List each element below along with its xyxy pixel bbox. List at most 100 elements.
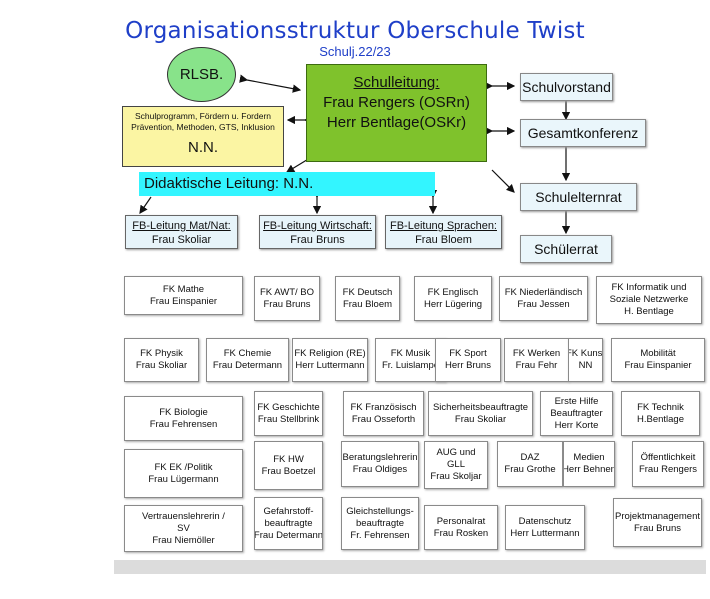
schulprogramm-line-1: Schulprogramm, Fördern u. Fordern	[134, 111, 272, 121]
rlsb-circle: RLSB.	[167, 47, 236, 102]
fk-box-line: Fr. Fehrensen	[350, 529, 410, 541]
fk-box-line: FK Mathe	[162, 283, 205, 295]
schulelternrat-box: Schulelternrat	[520, 183, 637, 211]
fk-box-line: GLL	[447, 459, 465, 470]
fk-box-line: FK AWT/ BO	[259, 286, 314, 298]
fb-leitung-wirtschaft: FB-Leitung Wirtschaft: Frau Bruns	[259, 215, 376, 249]
fk-box-line: Frau Einspanier	[149, 295, 218, 307]
fk-box-line: FK Musik	[390, 348, 431, 359]
fk-box-line: Sicherheitsbeauftragte	[432, 401, 529, 413]
fb-leitung-sprachen: FB-Leitung Sprachen: Frau Bloem	[385, 215, 502, 249]
fk-box-line: Frau Skoliar	[135, 360, 188, 371]
schulleitung-line-2: Herr Bentlage(OSKr)	[326, 114, 467, 131]
schuelerrat-box: Schülerrat	[520, 235, 612, 263]
fk-box-line: Vertrauenslehrerin /	[142, 510, 225, 522]
fb-matnat-label: FB-Leitung Mat/Nat:	[132, 220, 231, 232]
fk-box-line: Frau Determann	[254, 529, 323, 541]
fk-box-line: FK Deutsch	[342, 286, 393, 298]
gesamtkonferenz-box: Gesamtkonferenz	[520, 119, 646, 147]
fk-box-line: FK Sport	[449, 348, 487, 359]
fk-box-line: Frau Niemöller	[152, 534, 215, 546]
fk-box-line: H. Bentlage	[624, 306, 674, 317]
fk-box-line: Gleichstellungs-	[346, 505, 414, 517]
fk-box-line: Frau Grothe	[504, 464, 556, 475]
fk-box-line: Frau Oldiges	[352, 464, 408, 475]
fk-box-line: Erste Hilfe	[554, 395, 599, 407]
fb-sprachen-label: FB-Leitung Sprachen:	[389, 220, 497, 232]
fb-wirtschaft-name: Frau Bruns	[290, 234, 345, 246]
fk-box-line: FK Kunst	[569, 348, 603, 359]
fk-box-line: Beratungslehrerin	[342, 452, 418, 463]
schulprogramm-line-2: Prävention, Methoden, GTS, Inklusion	[131, 122, 275, 132]
fk-box-line: Frau Einspanier	[624, 360, 692, 371]
fk-box-line: FK Werken	[512, 348, 561, 359]
fk-box-line: Öffentlichkeit	[640, 452, 696, 463]
fk-box-line: Herr Luttermann	[295, 360, 365, 371]
fk-box-line: Frau Boetzel	[261, 465, 316, 477]
arrow-schulleitung-schulelternrat	[491, 169, 515, 193]
fk-box-line: Frau Skoljar	[430, 471, 482, 482]
fk-box-line: FK Religion (RE)	[294, 348, 366, 359]
fk-box-line: Herr Lügering	[423, 298, 483, 310]
fk-box-line: FK Englisch	[427, 286, 479, 298]
schulleitung-line-1: Frau Rengers (OSRn)	[323, 94, 470, 111]
fk-box-line: Herr Bruns	[445, 360, 491, 371]
fk-box-line: beauftragte	[355, 517, 405, 529]
fk-box-line: Frau Stellbrink	[257, 413, 320, 425]
fk-box-line: FK Biologie	[159, 406, 208, 418]
fk-box-line: AUG und	[436, 447, 476, 458]
fk-box-line: FK EK /Politik	[154, 461, 213, 473]
fk-box: FK Religion (RE)Herr Luttermann	[292, 338, 368, 382]
fk-box-line: Gefahrstoff-	[263, 505, 314, 517]
fk-box-line: Personalrat	[436, 515, 486, 527]
fk-box-line: FK Geschichte	[257, 401, 320, 413]
fk-box-line: FK Französisch	[350, 401, 417, 413]
fb-sprachen-name: Frau Bloem	[415, 234, 472, 246]
fk-box-line: DAZ	[520, 452, 540, 463]
fk-box-line: H.Bentlage	[636, 413, 684, 425]
fk-box-line: Soziale Netzwerke	[609, 294, 689, 305]
fk-box-line: Frau Jessen	[517, 298, 570, 310]
fk-box-line: FK Informatik und	[611, 282, 687, 293]
fb-matnat-name: Frau Skoliar	[151, 234, 212, 246]
fk-box-line: Frau Lügermann	[148, 473, 219, 485]
fk-box-line: Herr Behnen	[563, 464, 615, 475]
fk-box-line: Frau Bruns	[263, 298, 311, 310]
bottom-scroll-bar	[114, 560, 706, 574]
fk-box-line: Frau Bloem	[342, 298, 393, 310]
didaktische-leitung-bar: Didaktische Leitung: N.N.	[139, 172, 435, 196]
fb-wirtschaft-label: FB-Leitung Wirtschaft:	[263, 220, 372, 232]
fk-box-line: Frau Rengers	[638, 464, 698, 475]
fk-box-line: Herr Korte	[554, 419, 599, 431]
fk-box-line: FK HW	[273, 453, 304, 465]
fk-box-line: Frau Skoliar	[454, 413, 507, 425]
fk-box-line: Herr Luttermann	[510, 527, 580, 539]
fk-box-line: FK Technik	[637, 401, 684, 413]
arrow-cyan-fb1	[139, 196, 152, 214]
fk-box-line: Beauftragter	[550, 407, 603, 419]
